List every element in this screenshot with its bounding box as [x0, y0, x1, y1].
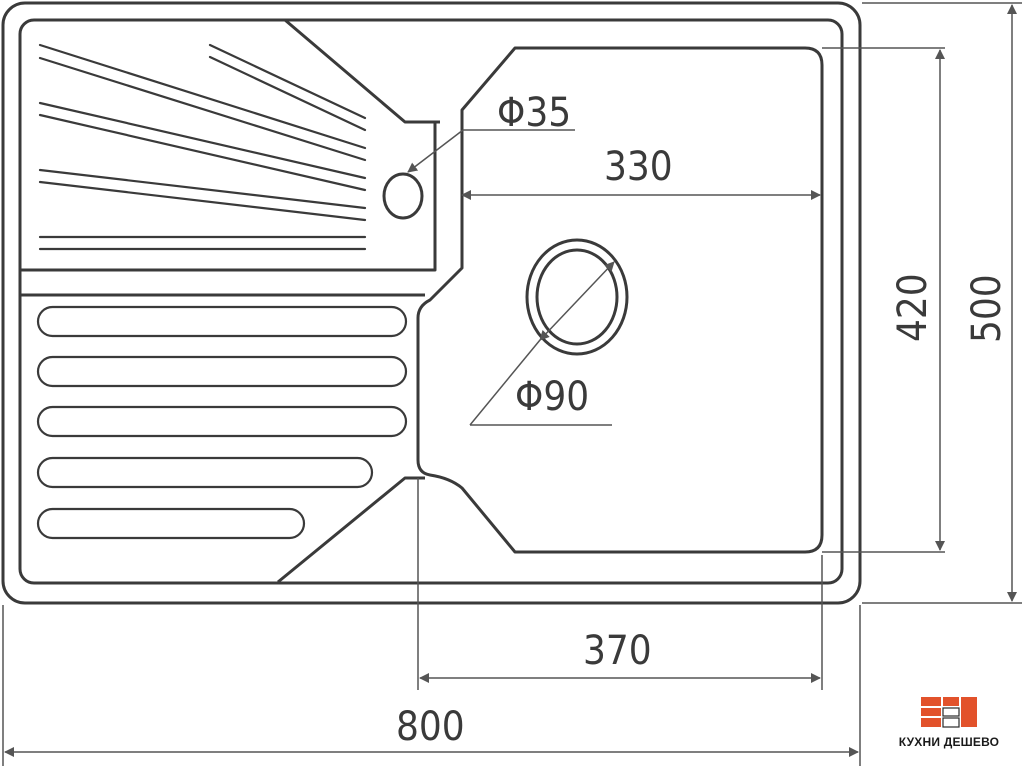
dim-330-label: 330	[604, 144, 673, 190]
drain-hole-outer	[525, 238, 629, 356]
dim-420-label: 420	[890, 273, 936, 342]
tap-hole-leader	[407, 129, 464, 173]
drainboard-divider	[20, 122, 437, 272]
bowl-outline	[416, 46, 824, 554]
drain-hole-diameter-line	[539, 261, 615, 341]
sink-outer-rim	[1, 1, 862, 605]
tap-hole-label: Φ35	[497, 90, 571, 136]
tap-hole	[382, 172, 424, 220]
drain-hole-label: Φ90	[515, 374, 589, 420]
dim-370-label: 370	[583, 628, 652, 674]
sink-inner-rim	[18, 18, 844, 585]
drainboard-lower-diagonal	[277, 476, 425, 584]
dim-800-label: 800	[396, 704, 465, 750]
upper-drain-grooves	[38, 43, 367, 251]
logo-text: КУХНИ ДЕШЕВО	[898, 735, 1000, 749]
lower-drain-slots	[36, 305, 408, 540]
logo-icon	[921, 697, 977, 728]
drain-hole-inner	[535, 248, 619, 346]
brand-logo: КУХНИ ДЕШЕВО	[893, 695, 1005, 749]
dim-500-label: 500	[964, 274, 1010, 343]
drain-hole-leader	[469, 339, 541, 426]
drainboard-upper-boundary	[284, 18, 440, 124]
